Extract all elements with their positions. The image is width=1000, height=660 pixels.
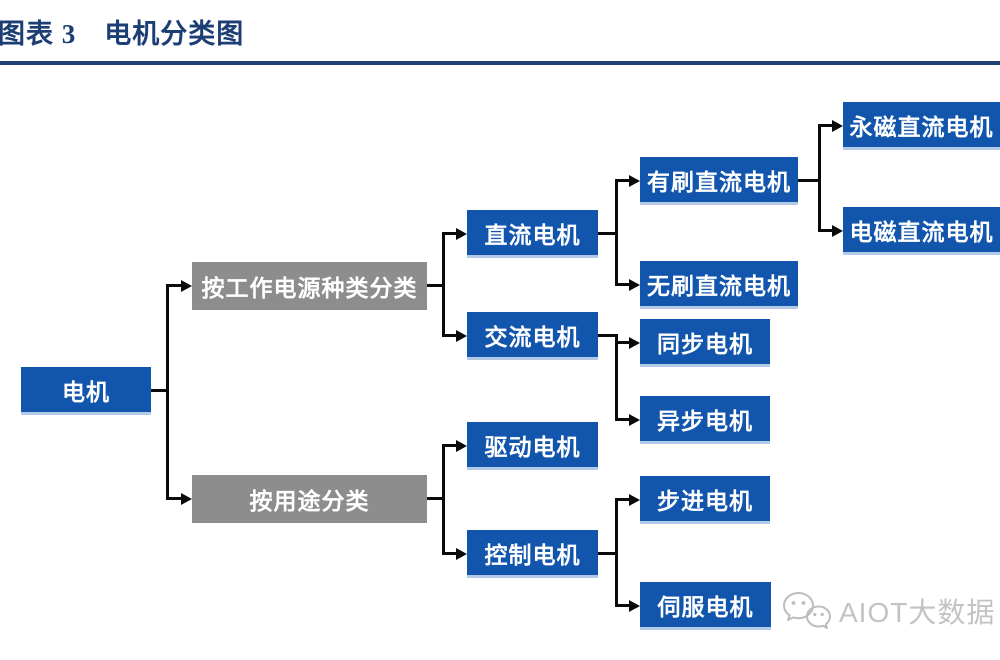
connector-line bbox=[615, 334, 618, 421]
connector-line bbox=[615, 283, 630, 286]
connector-line bbox=[151, 389, 168, 392]
node-brushless-dc-motor: 无刷直流电机 bbox=[640, 261, 798, 309]
caption-rule bbox=[0, 61, 1000, 65]
node-label: 按用途分类 bbox=[249, 488, 370, 514]
node-label: 无刷直流电机 bbox=[647, 272, 791, 299]
node-label: 有刷直流电机 bbox=[647, 168, 791, 195]
connector-line bbox=[442, 334, 458, 337]
node-label: 驱动电机 bbox=[484, 433, 581, 460]
node-by-usage: 按用途分类 bbox=[192, 475, 427, 523]
node-em-dc-motor: 电磁直流电机 bbox=[843, 207, 1000, 255]
arrowhead-icon bbox=[832, 120, 843, 132]
node-label: 电磁直流电机 bbox=[849, 218, 994, 245]
node-label: 同步电机 bbox=[657, 330, 753, 357]
node-by-power-type: 按工作电源种类分类 bbox=[192, 262, 427, 310]
arrowhead-icon bbox=[456, 330, 467, 342]
arrowhead-icon bbox=[629, 175, 640, 187]
connector-line bbox=[615, 179, 618, 286]
connector-line bbox=[798, 179, 821, 182]
arrowhead-icon bbox=[456, 548, 467, 560]
connector-line bbox=[818, 124, 833, 127]
arrowhead-icon bbox=[181, 493, 192, 505]
figure-caption: 图表 3 电机分类图 bbox=[0, 19, 245, 49]
watermark-text: AIOT大数据 bbox=[839, 597, 996, 628]
node-label: 按工作电源种类分类 bbox=[201, 275, 418, 301]
connector-line bbox=[615, 604, 630, 607]
connector-line bbox=[442, 232, 445, 337]
arrowhead-icon bbox=[181, 280, 192, 292]
connector-line bbox=[427, 497, 445, 500]
connector-line bbox=[818, 124, 821, 232]
connector-line bbox=[166, 284, 169, 500]
arrowhead-icon bbox=[629, 494, 640, 506]
node-pm-dc-motor: 永磁直流电机 bbox=[843, 102, 1000, 150]
node-label: 步进电机 bbox=[657, 487, 753, 514]
connector-line bbox=[818, 229, 833, 232]
node-stepper-motor: 步进电机 bbox=[640, 476, 770, 524]
connector-line bbox=[427, 284, 445, 287]
connector-line bbox=[598, 552, 618, 555]
connector-line bbox=[442, 444, 457, 447]
node-label: 控制电机 bbox=[484, 541, 581, 568]
connector-line bbox=[615, 179, 630, 182]
watermark: AIOT大数据 bbox=[782, 590, 995, 632]
node-sync-motor: 同步电机 bbox=[640, 319, 770, 367]
arrowhead-icon bbox=[629, 600, 640, 612]
node-label: 永磁直流电机 bbox=[849, 113, 994, 140]
connector-line bbox=[442, 552, 457, 555]
connector-line bbox=[598, 232, 618, 235]
connector-line bbox=[166, 284, 183, 287]
node-control-motor: 控制电机 bbox=[467, 530, 598, 578]
connector-line bbox=[442, 444, 445, 555]
node-async-motor: 异步电机 bbox=[640, 396, 770, 444]
node-label: 伺服电机 bbox=[657, 593, 754, 620]
arrowhead-icon bbox=[456, 440, 467, 452]
node-ac-motor: 交流电机 bbox=[467, 312, 598, 360]
arrowhead-icon bbox=[629, 414, 640, 426]
node-label: 交流电机 bbox=[484, 323, 581, 350]
node-servo-motor: 伺服电机 bbox=[640, 582, 771, 630]
connector-line bbox=[442, 232, 458, 235]
node-motor: 电机 bbox=[21, 367, 151, 415]
connector-line bbox=[615, 341, 630, 344]
connector-line bbox=[615, 498, 630, 501]
arrowhead-icon bbox=[456, 228, 467, 240]
node-label: 异步电机 bbox=[657, 407, 753, 434]
node-label: 电机 bbox=[62, 378, 110, 405]
connector-line bbox=[615, 418, 630, 421]
connector-line bbox=[598, 334, 618, 337]
wechat-icon bbox=[783, 592, 831, 629]
node-drive-motor: 驱动电机 bbox=[467, 422, 598, 470]
node-brushed-dc-motor: 有刷直流电机 bbox=[640, 157, 798, 205]
arrowhead-icon bbox=[629, 337, 640, 349]
arrowhead-icon bbox=[629, 279, 640, 291]
connector-line bbox=[615, 498, 618, 607]
arrowhead-icon bbox=[832, 225, 843, 237]
connector-line bbox=[166, 497, 183, 500]
node-dc-motor: 直流电机 bbox=[467, 210, 598, 258]
node-label: 直流电机 bbox=[484, 221, 581, 248]
